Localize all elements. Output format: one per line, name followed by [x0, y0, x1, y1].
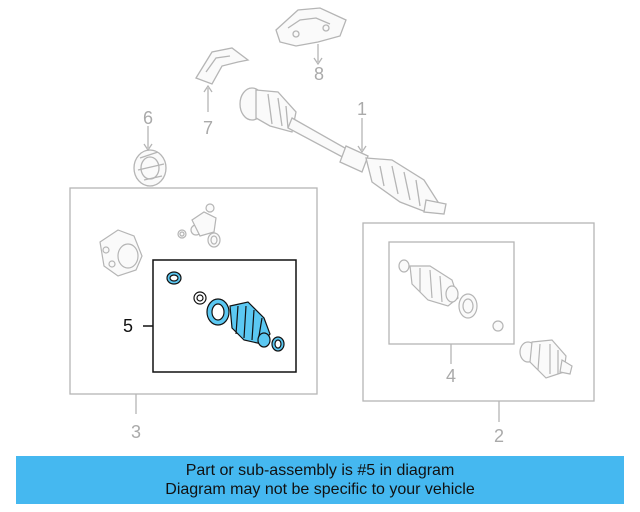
- callout-6: 6: [143, 108, 153, 128]
- callout-4: 4: [446, 366, 456, 386]
- part-5-cv-boot-kit[interactable]: [166, 271, 285, 352]
- info-banner: Part or sub-assembly is #5 in diagram Di…: [16, 456, 624, 504]
- callout-5[interactable]: 5: [123, 316, 133, 336]
- group-3-frame: [69, 187, 318, 395]
- callout-3: 3: [131, 422, 141, 442]
- part-6-seal[interactable]: [133, 126, 167, 187]
- banner-line-2: Diagram may not be specific to your vehi…: [165, 481, 475, 498]
- callout-2: 2: [494, 426, 504, 446]
- part-1-axle-assembly[interactable]: [239, 87, 447, 215]
- part-7-heat-shield[interactable]: [195, 47, 250, 112]
- banner-line-1: Part or sub-assembly is #5 in diagram: [185, 462, 455, 479]
- callout-7: 7: [203, 118, 213, 138]
- callout-1: 1: [357, 99, 367, 119]
- group-3-ghost-parts: [99, 203, 221, 277]
- group-2-frame: [362, 222, 595, 402]
- group-4-ghost-parts: [398, 259, 504, 332]
- group-2-ghost-parts: [519, 339, 573, 379]
- callout-8: 8: [314, 64, 324, 84]
- part-8-bracket[interactable]: [275, 7, 347, 66]
